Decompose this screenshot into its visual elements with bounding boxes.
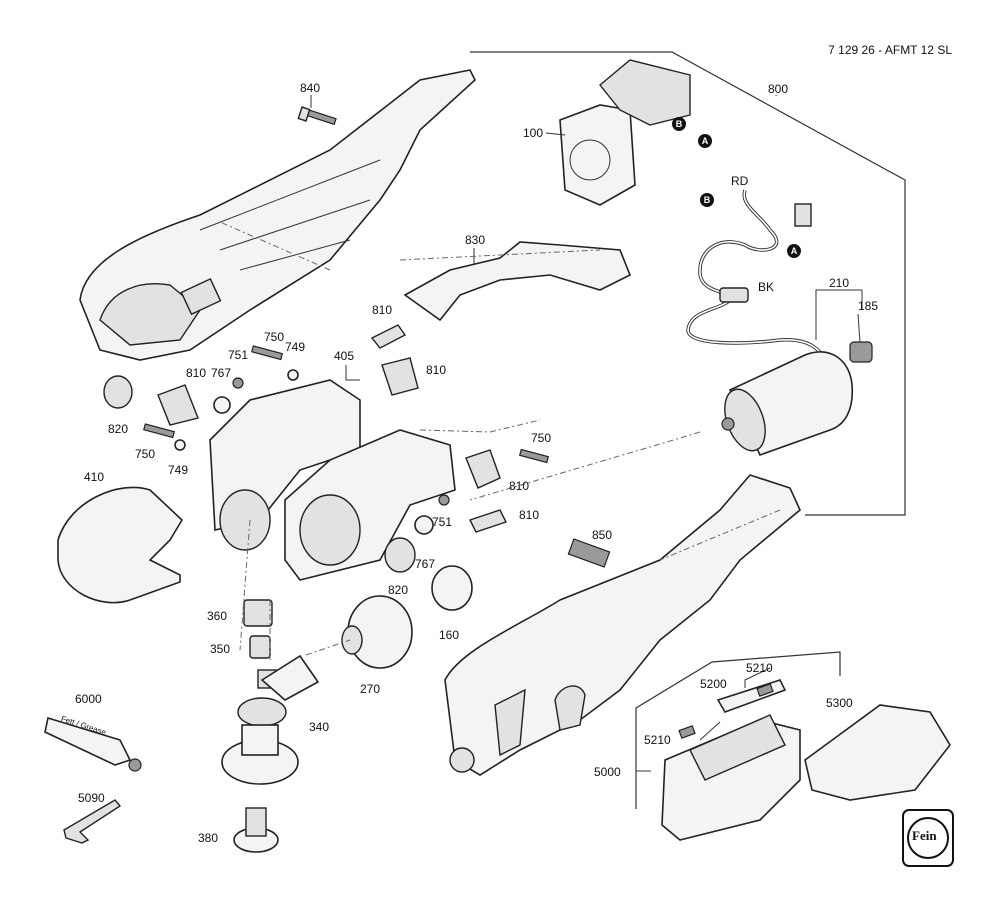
label-100: 100 xyxy=(523,126,544,140)
label-767-b: 767 xyxy=(415,557,436,571)
screw-840 xyxy=(297,106,337,126)
label-840: 840 xyxy=(300,81,321,95)
label-751-b: 751 xyxy=(432,515,453,529)
small-parts xyxy=(103,345,550,573)
label-5000: 5000 xyxy=(594,765,621,779)
label-210: 210 xyxy=(829,276,850,290)
label-800: 800 xyxy=(768,82,789,96)
label-820-b: 820 xyxy=(388,583,409,597)
group-800-bracket xyxy=(470,51,906,516)
front-cover-410 xyxy=(57,486,184,604)
marker-b-top: B xyxy=(672,117,686,131)
label-750-a: 750 xyxy=(264,330,285,344)
wire-harness xyxy=(686,189,827,361)
label-810-b: 810 xyxy=(186,366,207,380)
fein-logo-text: Fein xyxy=(912,828,937,843)
label-185: 185 xyxy=(858,299,879,313)
label-5210-b: 5210 xyxy=(644,733,671,747)
label-405: 405 xyxy=(334,349,355,363)
clips-5200 xyxy=(678,679,787,739)
label-5210-a: 5210 xyxy=(746,661,773,675)
inlay-5300 xyxy=(804,704,951,801)
main-body-housing xyxy=(444,474,801,776)
marker-a-top: A xyxy=(698,134,712,148)
label-810-e: 810 xyxy=(519,508,540,522)
label-RD: RD xyxy=(731,174,749,188)
fein-logo xyxy=(902,809,954,867)
label-6000: 6000 xyxy=(75,692,102,706)
bearings xyxy=(243,599,273,659)
label-767-a: 767 xyxy=(211,366,232,380)
label-380: 380 xyxy=(198,831,219,845)
spindle-340 xyxy=(221,654,320,785)
label-5090: 5090 xyxy=(78,791,105,805)
group-5000-bracket xyxy=(635,651,841,809)
pads-810 xyxy=(157,324,507,533)
label-410: 410 xyxy=(84,470,105,484)
grease-tube-6000 xyxy=(44,716,142,772)
label-750-b: 750 xyxy=(135,447,156,461)
electronics-module-100 xyxy=(559,59,691,206)
label-BK: BK xyxy=(758,280,775,294)
label-5200: 5200 xyxy=(700,677,727,691)
motor-210 xyxy=(721,341,873,456)
marker-a-wire: A xyxy=(787,244,801,258)
label-360: 360 xyxy=(207,609,228,623)
label-830: 830 xyxy=(465,233,486,247)
label-751-a: 751 xyxy=(228,348,249,362)
allen-key-5090 xyxy=(63,799,122,844)
label-160: 160 xyxy=(439,628,460,642)
label-749-a: 749 xyxy=(285,340,306,354)
label-810-a: 810 xyxy=(372,303,393,317)
label-270: 270 xyxy=(360,682,381,696)
switch-830 xyxy=(403,241,632,322)
label-810-d: 810 xyxy=(509,479,530,493)
gear-270-160 xyxy=(341,565,473,669)
label-5300: 5300 xyxy=(826,696,853,710)
label-810-c: 810 xyxy=(426,363,447,377)
housing-upper-half xyxy=(79,69,476,361)
drawing-title: 7 129 26 - AFMT 12 SL xyxy=(828,43,952,57)
label-820-a: 820 xyxy=(108,422,129,436)
label-850: 850 xyxy=(592,528,613,542)
gear-housing-405 xyxy=(209,379,456,581)
case-5000 xyxy=(661,714,801,841)
label-340: 340 xyxy=(309,720,330,734)
label-350: 350 xyxy=(210,642,231,656)
clamp-380 xyxy=(233,807,279,853)
marker-b-wire: B xyxy=(700,193,714,207)
label-750-c: 750 xyxy=(531,431,552,445)
label-749-b: 749 xyxy=(168,463,189,477)
